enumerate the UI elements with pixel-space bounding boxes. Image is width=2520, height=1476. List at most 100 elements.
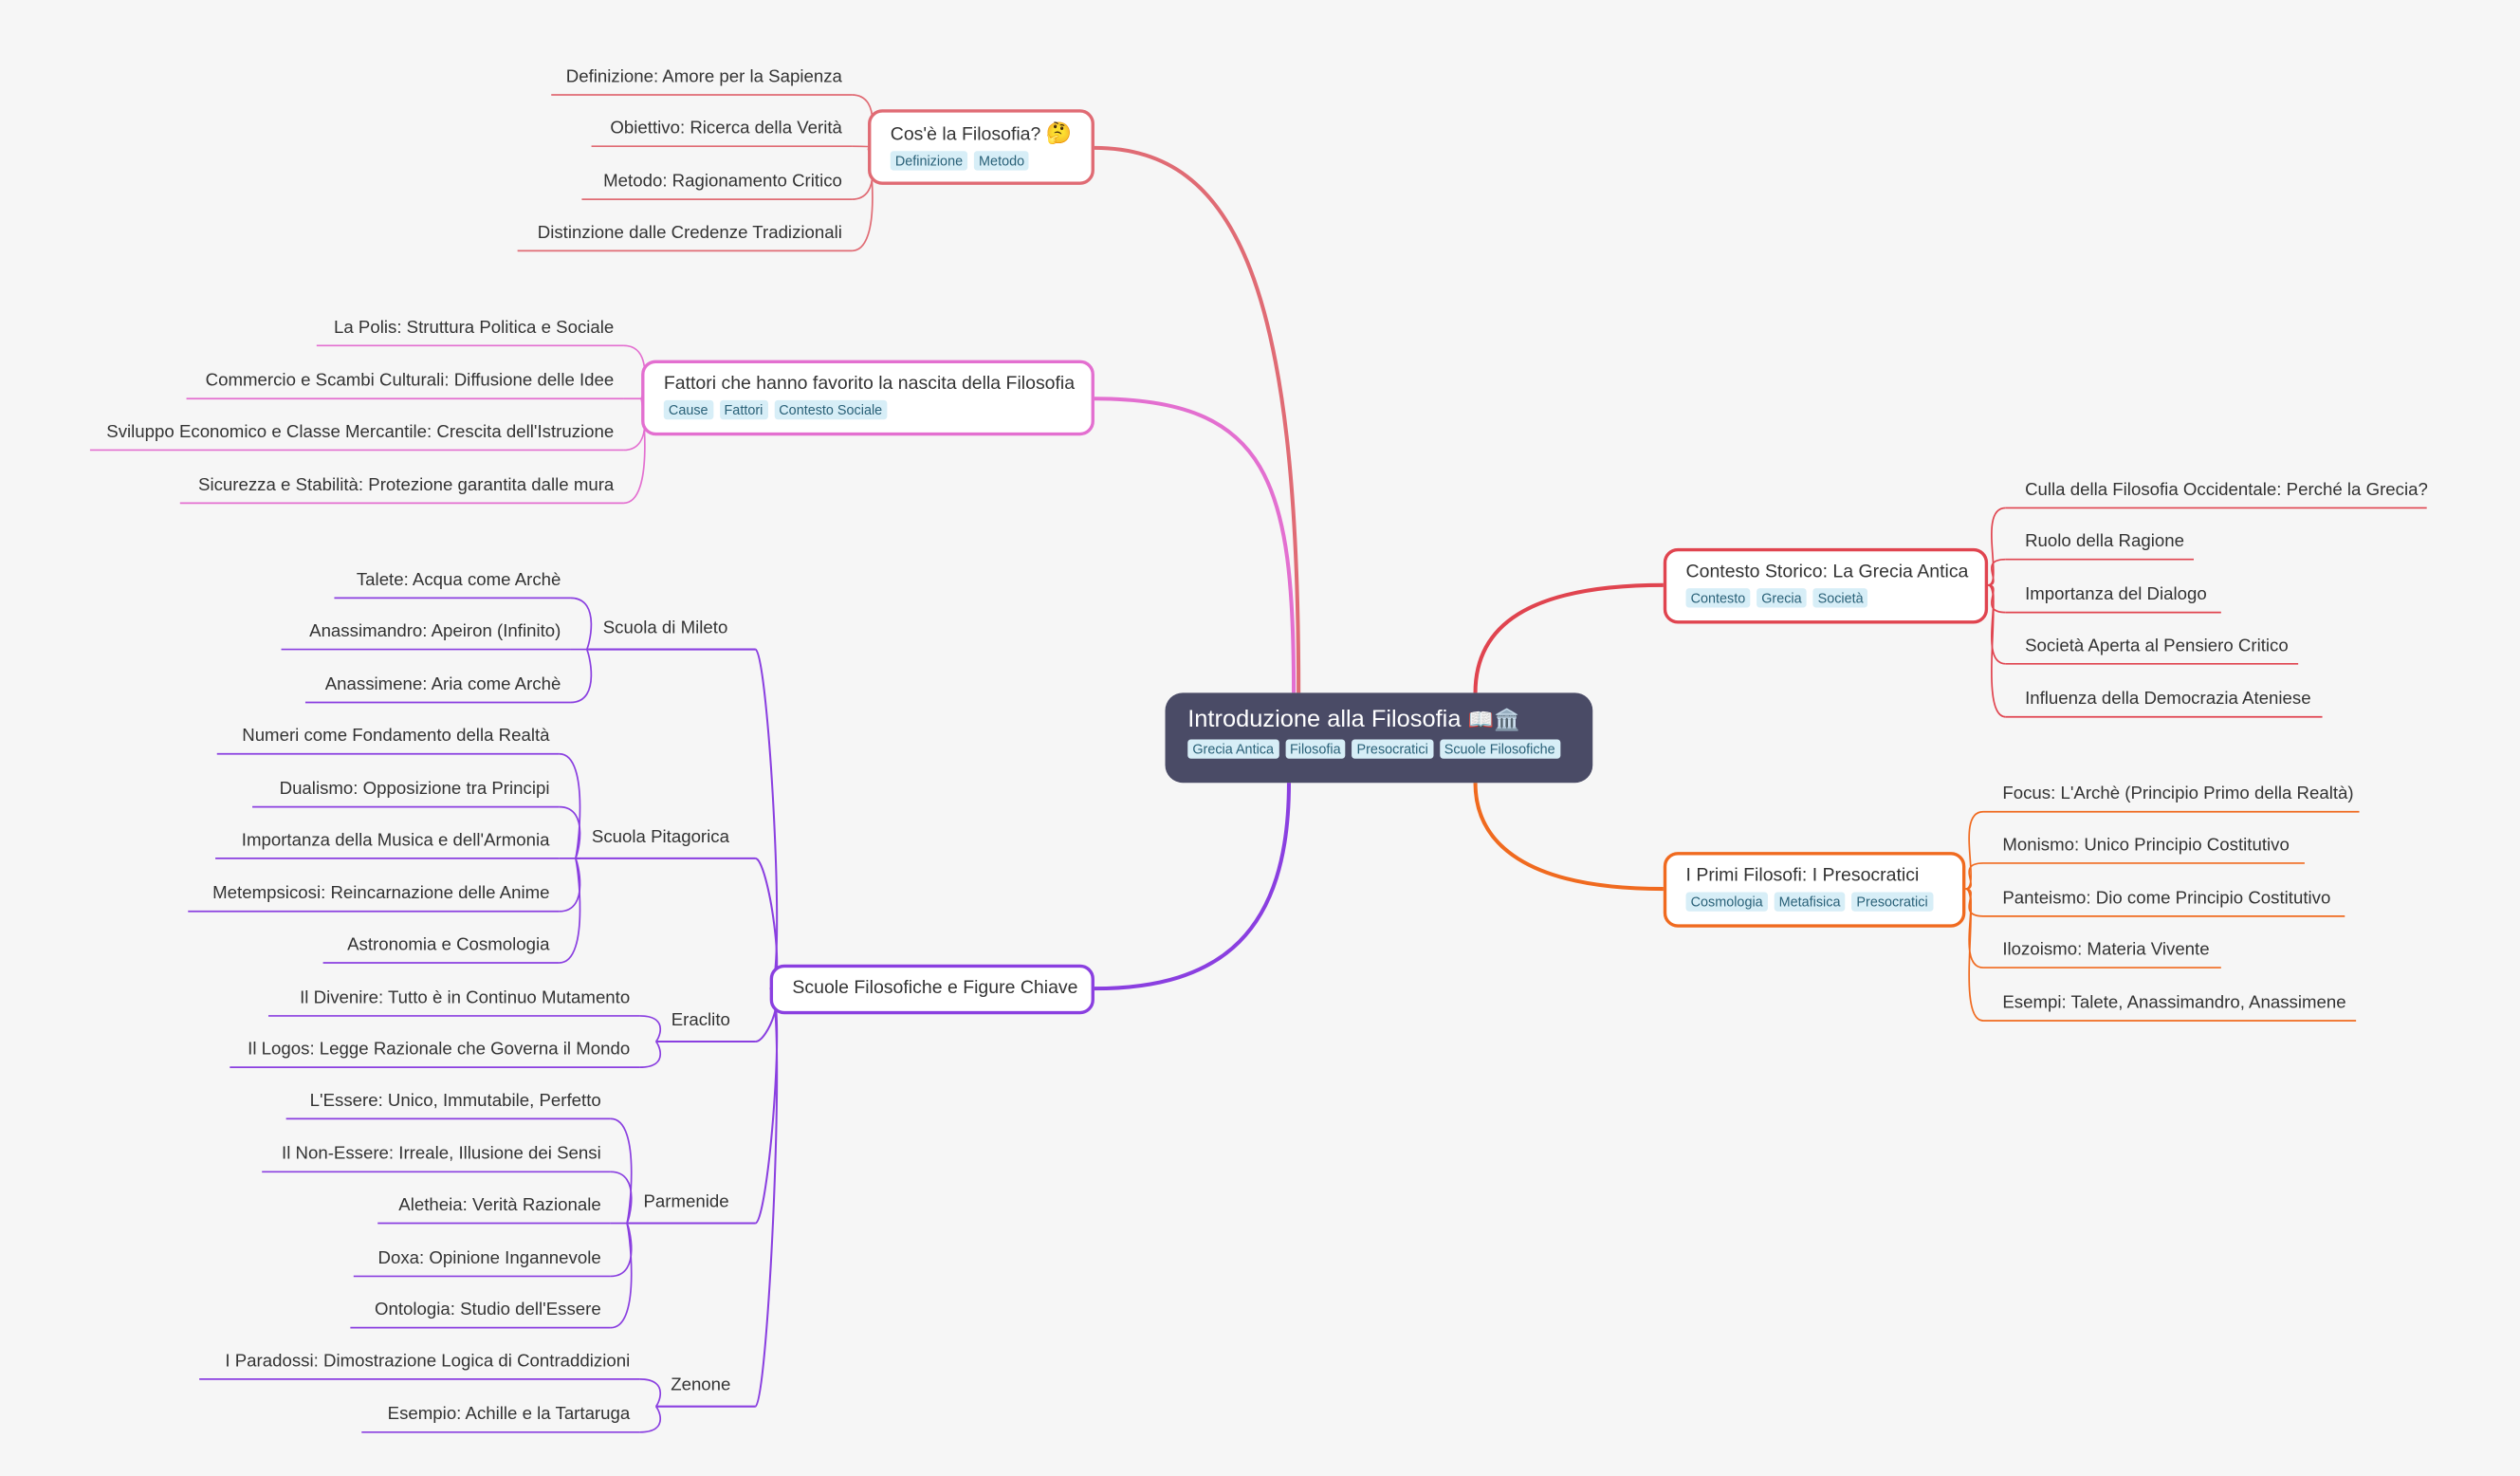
tag-chip: Metodo xyxy=(973,151,1030,171)
leaf-item[interactable]: Anassimandro: Apeiron (Infinito) xyxy=(309,621,561,642)
connector xyxy=(559,805,581,859)
leaf-item[interactable]: Distinzione dalle Credenze Tradizionali xyxy=(537,223,842,243)
leaf-item[interactable]: Influenza della Democrazia Ateniese xyxy=(2025,689,2311,710)
tag-chip: Contesto xyxy=(1685,588,1751,608)
branch-fattori-title: Fattori che hanno favorito la nascita de… xyxy=(663,374,1076,395)
tag-chip: Filosofia xyxy=(1284,739,1346,759)
root-node[interactable]: Introduzione alla Filosofia 📖🏛️ Grecia A… xyxy=(1165,692,1593,784)
connector xyxy=(1473,783,1664,892)
tag-chip: Cause xyxy=(663,399,713,420)
branch-fattori-tags: Cause Fattori Contesto Sociale xyxy=(663,399,1072,420)
leaf-item[interactable]: Ontologia: Studio dell'Essere xyxy=(374,1300,601,1320)
leaf-item[interactable]: Definizione: Amore per la Sapienza xyxy=(565,67,842,87)
leaf-item[interactable]: Il Non-Essere: Irreale, Illusione dei Se… xyxy=(282,1144,601,1164)
leaf-item[interactable]: La Polis: Struttura Politica e Sociale xyxy=(334,318,615,338)
school-group-label[interactable]: Zenone xyxy=(671,1375,731,1395)
branch-title: Cos'è la Filosofia? 🤔 xyxy=(891,120,1072,148)
leaf-item[interactable]: Importanza del Dialogo xyxy=(2025,584,2207,605)
connector xyxy=(1987,558,2006,586)
leaf-item[interactable]: Metempsicosi: Reincarnazione delle Anime xyxy=(212,883,550,904)
branch-scuole-title: Scuole Filosofiche e Figure Chiave xyxy=(792,978,1078,999)
connector xyxy=(1473,582,1664,693)
leaf-item[interactable]: Obiettivo: Ricerca della Verità xyxy=(610,119,842,138)
leaf-item[interactable]: Metodo: Ragionamento Critico xyxy=(603,172,842,192)
leaf-item[interactable]: Importanza della Musica e dell'Armonia xyxy=(241,831,550,851)
root-title: Introduzione alla Filosofia 📖🏛️ xyxy=(1187,704,1570,736)
tag-chip: Presocratici xyxy=(1352,739,1433,759)
branch-primi-title: I Primi Filosofi: I Presocratici xyxy=(1685,866,1920,886)
tag-chip: Società xyxy=(1812,588,1868,608)
school-group-label[interactable]: Scuola Pitagorica xyxy=(591,827,729,848)
leaf-item[interactable]: Aletheia: Verità Razionale xyxy=(398,1195,601,1216)
leaf-item[interactable]: Anassimene: Aria come Archè xyxy=(324,674,561,695)
connector xyxy=(559,858,581,964)
tag-chip: Cosmologia xyxy=(1685,892,1768,912)
branch-contesto-title: Contesto Storico: La Grecia Antica xyxy=(1685,563,1969,582)
connector xyxy=(754,648,779,990)
connector xyxy=(754,987,779,1408)
connector xyxy=(610,1117,633,1225)
tag-chip: Definizione xyxy=(890,151,968,171)
tag-chip: Grecia Antica xyxy=(1187,739,1279,759)
connector xyxy=(1094,783,1292,991)
leaf-item[interactable]: Panteismo: Dio come Principio Costitutiv… xyxy=(2002,889,2331,909)
leaf-item[interactable]: Focus: L'Archè (Principio Primo della Re… xyxy=(2002,784,2354,804)
branch-contesto-storico[interactable]: Contesto Storico: La Grecia Antica Conte… xyxy=(1663,547,1989,624)
connector xyxy=(559,752,581,859)
tag-chip: Scuole Filosofiche xyxy=(1439,739,1560,759)
branch-fattori[interactable]: Fattori che hanno favorito la nascita de… xyxy=(641,360,1094,436)
connector xyxy=(639,1378,661,1408)
leaf-item[interactable]: Doxa: Opinione Ingannevole xyxy=(377,1248,601,1268)
leaf-item[interactable]: Astronomia e Cosmologia xyxy=(347,935,550,955)
leaf-item[interactable]: I Paradossi: Dimostrazione Logica di Con… xyxy=(225,1352,631,1372)
leaf-item[interactable]: Talete: Acqua come Archè xyxy=(356,570,561,590)
tag-chip: Metafisica xyxy=(1774,892,1846,912)
connector xyxy=(639,1015,661,1042)
leaf-item[interactable]: Società Aperta al Pensiero Critico xyxy=(2025,637,2289,656)
connector xyxy=(1987,583,2006,665)
connector xyxy=(570,597,593,651)
leaf-item[interactable]: Monismo: Unico Principio Costitutivo xyxy=(2002,836,2290,856)
leaf-item[interactable]: Ilozoismo: Materia Vivente xyxy=(2002,940,2210,960)
branch-scuole[interactable]: Scuole Filosofiche e Figure Chiave xyxy=(769,964,1094,1015)
connector xyxy=(610,1171,633,1225)
leaf-item[interactable]: Esempi: Talete, Anassimandro, Anassimene xyxy=(2002,993,2346,1013)
leaf-item[interactable]: Sviluppo Economico e Classe Mercantile: … xyxy=(106,422,615,442)
connector xyxy=(1965,888,1984,969)
connector xyxy=(1965,888,1984,917)
connector xyxy=(1987,583,2006,614)
leaf-item[interactable]: Numeri come Fondamento della Realtà xyxy=(242,726,550,747)
connector xyxy=(639,1041,661,1068)
tag-chip: Presocratici xyxy=(1851,892,1933,912)
tag-chip: Grecia xyxy=(1757,588,1807,608)
leaf-item[interactable]: Il Logos: Legge Razionale che Governa il… xyxy=(248,1040,631,1060)
branch-primi-filosofi[interactable]: I Primi Filosofi: I Presocratici Cosmolo… xyxy=(1663,852,1966,928)
school-group-label[interactable]: Eraclito xyxy=(671,1010,730,1031)
connector xyxy=(570,648,593,704)
leaf-item[interactable]: Il Divenire: Tutto è in Continuo Mutamen… xyxy=(300,988,631,1008)
school-group-label[interactable]: Parmenide xyxy=(643,1192,729,1212)
tag-chip: Contesto Sociale xyxy=(774,399,888,420)
leaf-item[interactable]: Commercio e Scambi Culturali: Diffusione… xyxy=(205,371,615,391)
leaf-item[interactable]: Dualismo: Opposizione tra Principi xyxy=(279,779,550,800)
connector xyxy=(1965,810,1984,890)
leaf-item[interactable]: L'Essere: Unico, Immutabile, Perfetto xyxy=(309,1091,601,1111)
connector xyxy=(1094,397,1297,693)
school-group-label[interactable]: Scuola di Mileto xyxy=(602,618,728,638)
root-title-text: Introduzione alla Filosofia xyxy=(1187,705,1462,733)
leaf-item[interactable]: Esempio: Achille e la Tartaruga xyxy=(387,1404,631,1425)
leaf-item[interactable]: Ruolo della Ragione xyxy=(2025,531,2184,552)
tag-chip: Fattori xyxy=(719,399,768,420)
connector xyxy=(1094,145,1301,693)
leaf-item[interactable]: Sicurezza e Stabilità: Protezione garant… xyxy=(198,475,615,495)
connector xyxy=(639,1405,661,1433)
thinking-face-icon: 🤔 xyxy=(1045,120,1073,145)
connector xyxy=(610,1222,633,1329)
leaf-item[interactable]: Culla della Filosofia Occidentale: Perch… xyxy=(2025,480,2428,500)
